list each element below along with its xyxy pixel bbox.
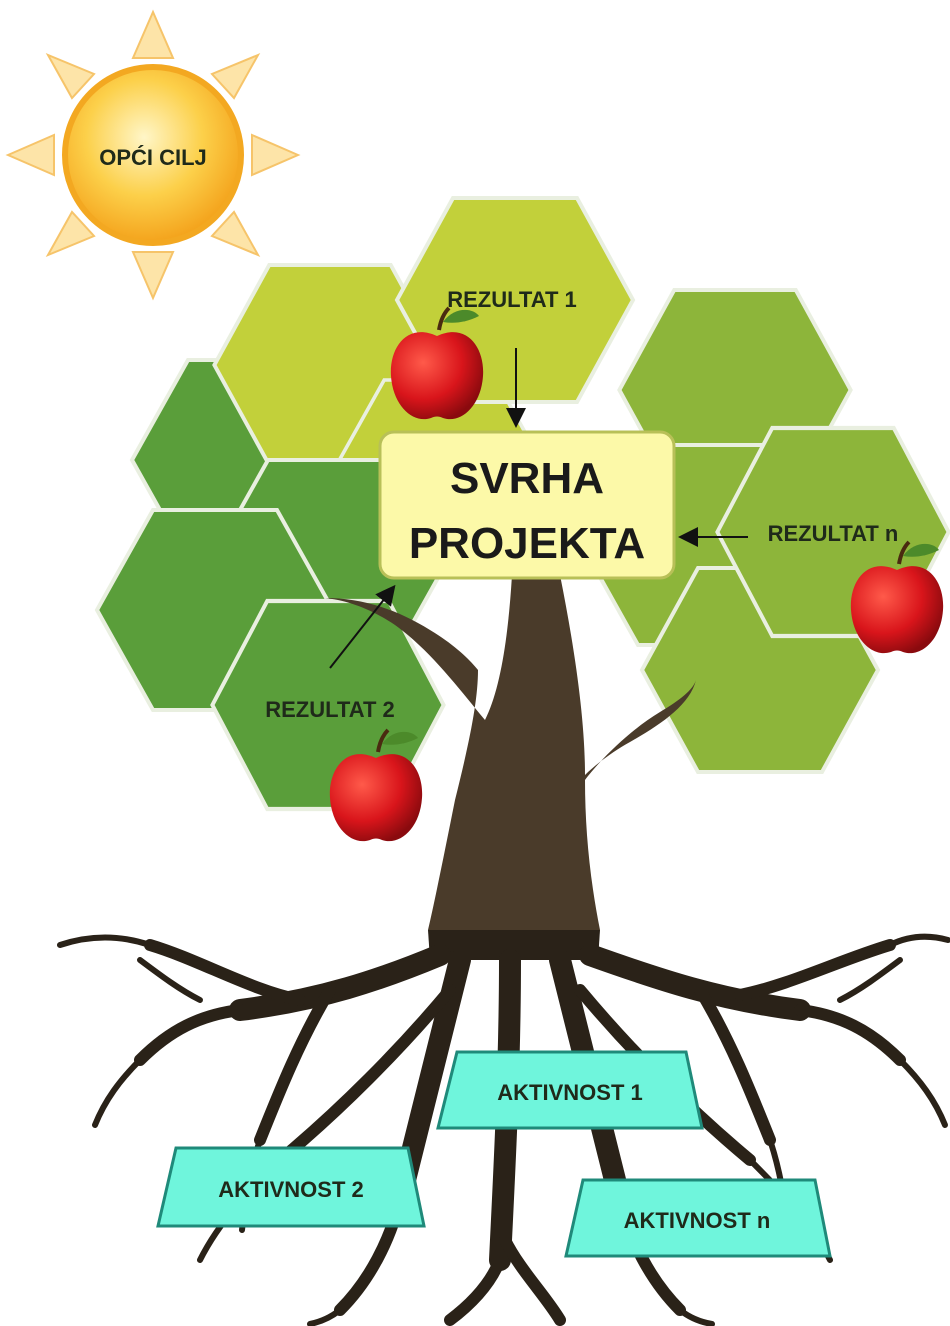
result-1-label: REZULTAT 1 [447, 287, 577, 312]
tree-trunk [325, 575, 696, 930]
apple-icon [329, 728, 423, 842]
apple-icon [850, 540, 944, 654]
result-arrows [329, 348, 748, 669]
purpose-line-1: SVRHA [450, 454, 604, 503]
activity-n-label: AKTIVNOST n [624, 1208, 771, 1233]
apple-icon [390, 306, 484, 420]
activity-1-label: AKTIVNOST 1 [497, 1080, 642, 1105]
purpose-line-2: PROJEKTA [409, 519, 645, 568]
sun-icon [5, 9, 301, 301]
goal-label: OPĆI CILJ [99, 145, 207, 170]
activity-2-label: AKTIVNOST 2 [218, 1177, 363, 1202]
purpose-box [378, 430, 676, 580]
result-n-label: REZULTAT n [768, 521, 899, 546]
result-2-label: REZULTAT 2 [265, 697, 395, 722]
arrow-result-2 [329, 584, 396, 669]
activity-1-box [436, 1050, 704, 1130]
activity-n-box [564, 1178, 832, 1258]
activity-2-box [156, 1146, 426, 1228]
